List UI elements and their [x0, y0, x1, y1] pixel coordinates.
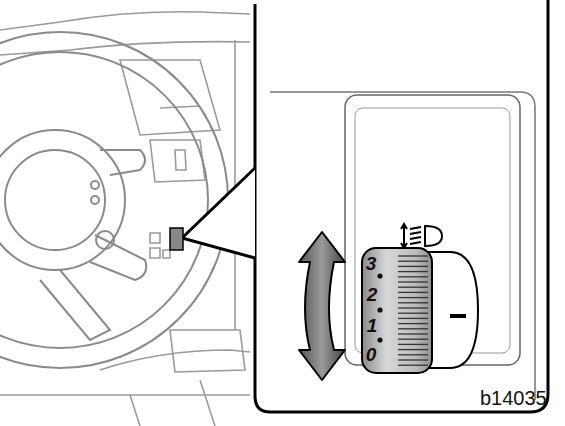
dial-rib — [398, 266, 428, 267]
dial-rib — [398, 307, 428, 308]
dial-rib — [398, 318, 428, 319]
panel-edge — [270, 92, 535, 400]
dial-rib — [398, 302, 428, 303]
callout-wedge — [182, 168, 255, 258]
dial-rib — [398, 313, 428, 314]
dial-rib — [398, 365, 428, 366]
dial-dot — [377, 307, 382, 312]
dial-rib — [398, 349, 428, 350]
leveling-dial — [362, 248, 478, 373]
figure-code: b14035 — [480, 388, 547, 408]
dial-number: 1 — [367, 316, 378, 335]
dial-rib — [398, 328, 428, 329]
dial-rib — [398, 292, 428, 293]
dial-dot — [377, 273, 382, 278]
dial-rib — [398, 271, 428, 272]
dial-rib — [398, 354, 428, 355]
dial-dot — [377, 337, 382, 342]
dial-rib — [398, 287, 428, 288]
dial-number: 2 — [367, 285, 378, 304]
dial-number: 0 — [366, 345, 377, 364]
headlight-icon — [401, 224, 442, 248]
zoom-ground — [250, 0, 565, 426]
dial-rib — [398, 359, 428, 360]
dial-rib — [398, 344, 428, 345]
dial-rib — [398, 261, 428, 262]
zoom-outline — [255, 0, 548, 412]
dial-rib — [398, 255, 428, 256]
dial-rib — [398, 281, 428, 282]
steering-wheel — [0, 32, 228, 368]
dial-rib — [398, 323, 428, 324]
dial-number: 3 — [366, 254, 377, 273]
switch-location — [170, 228, 183, 250]
dial-rib — [398, 339, 428, 340]
dial-rib — [398, 333, 428, 334]
rotation-arrow — [299, 232, 345, 380]
dial-rib — [398, 276, 428, 277]
dial-rib — [398, 297, 428, 298]
